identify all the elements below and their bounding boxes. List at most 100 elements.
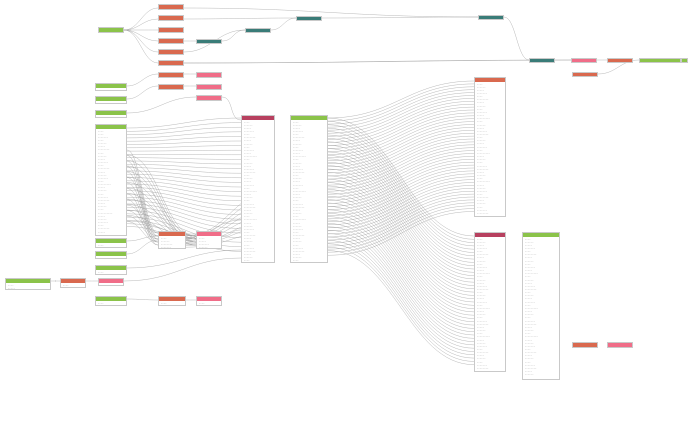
node-field-list: _ _ _ __ _ _ _ __ _ _ _ _ _ __ _ _ _ _ _… (197, 236, 221, 248)
node-field: _ _ _ _ _ (525, 354, 532, 357)
table-node-n22[interactable]: _ _ _ __ _ _ _ _ _ (95, 96, 127, 104)
table-node-n30[interactable]: _ _ _ __ _ _ _ __ _ _ _ _ _ (95, 238, 127, 248)
table-node-n5[interactable]: _ _ _ _ (158, 38, 184, 44)
node-field: _ _ _ _ _ (293, 126, 300, 129)
relation-line (327, 192, 475, 309)
relation-line (126, 160, 242, 165)
node-field: _ _ _ _ _ _ (525, 240, 534, 243)
node-field: _ _ _ _ _ (98, 230, 105, 233)
node-field: _ _ _ _ (98, 243, 104, 246)
table-node-n41[interactable]: _ _ _ _ (572, 72, 598, 77)
table-node-n44[interactable]: _ _ _ _ _ _ _ _ (681, 58, 688, 63)
relation-line (126, 160, 159, 240)
node-header (640, 59, 680, 62)
table-node-n9[interactable]: _ _ _ _ (245, 28, 271, 33)
relation-line (327, 121, 475, 161)
table-node-n28[interactable]: _ _ _ __ _ _ _ _ __ _ _ _ __ _ _ _ _ _ _… (474, 232, 506, 372)
node-field: _ _ _ _ _ _ _ _ _ (477, 117, 490, 120)
relation-line (126, 85, 159, 100)
table-node-n31[interactable]: _ _ _ __ _ _ _ _ _ (95, 251, 127, 259)
node-header (197, 85, 221, 89)
node-field: _ _ _ _ _ _ _ (477, 189, 487, 192)
node-field: _ _ _ _ (293, 145, 299, 148)
table-node-n19[interactable]: _ _ _ _ (196, 84, 222, 90)
relation-line (327, 196, 475, 241)
table-node-n6[interactable]: _ _ _ _ (158, 49, 184, 55)
table-node-n8[interactable]: _ _ _ _ (196, 39, 222, 44)
node-field: _ _ _ _ _ (293, 193, 300, 196)
node-field: _ _ _ _ (63, 283, 69, 286)
table-node-n40[interactable]: _ _ _ __ _ _ _ _ (98, 278, 124, 286)
relation-line (327, 151, 475, 270)
table-node-n10[interactable]: _ _ _ _ (296, 16, 322, 21)
node-field: _ _ _ _ (293, 215, 299, 218)
relation-line (327, 150, 475, 192)
relation-line (327, 219, 475, 336)
node-field-list: _ _ _ _ (197, 100, 221, 101)
table-node-n38[interactable]: _ _ _ __ _ _ _ __ _ _ _ _ _ _ (5, 278, 51, 290)
relation-line (126, 150, 242, 152)
node-header (197, 40, 221, 43)
table-node-n33[interactable]: _ _ _ __ _ _ _ __ _ _ _ _ _ _ _ _ _ _ (95, 296, 127, 306)
table-node-n12[interactable]: _ _ _ _ (529, 58, 555, 63)
node-field: _ _ _ _ _ _ (477, 85, 486, 88)
node-field: _ _ _ _ _ _ _ (477, 319, 487, 322)
node-field: _ _ _ _ _ (244, 180, 251, 183)
node-field: _ _ _ _ _ _ (199, 245, 208, 248)
table-node-n36[interactable]: _ _ _ __ _ _ _ __ _ _ _ _ _ _ _ _ _ (158, 296, 186, 306)
relation-line (327, 130, 475, 171)
table-node-n17[interactable]: _ _ _ _ (158, 84, 184, 90)
table-node-n16[interactable]: _ _ _ _ (158, 72, 184, 78)
relation-line (327, 121, 475, 240)
node-field: _ _ _ _ _ _ _ _ (98, 198, 110, 201)
table-node-n18[interactable]: _ _ _ _ (196, 72, 222, 78)
table-node-n37[interactable]: _ _ _ __ _ _ _ __ _ _ _ _ _ _ _ _ _ _ _ (196, 296, 222, 306)
table-node-n13[interactable]: _ _ _ _ (571, 58, 597, 63)
table-node-n26[interactable]: _ _ _ __ _ _ _ _ __ _ _ _ __ _ _ _ _ _ _… (290, 115, 328, 263)
node-field: _ _ _ _ _ (98, 170, 105, 173)
table-node-n21[interactable]: _ _ _ __ _ _ _ _ _ (95, 83, 127, 91)
table-node-n20[interactable]: _ _ _ _ (196, 95, 222, 101)
relation-line (327, 80, 475, 119)
table-node-n43[interactable]: _ _ _ _ (607, 342, 633, 348)
table-node-n15[interactable]: _ _ _ _ _ _ _ _ (639, 58, 681, 63)
relation-line (123, 7, 159, 31)
node-field: _ _ _ _ (98, 132, 104, 135)
node-field-list: _ _ _ _ (573, 347, 597, 348)
table-node-n24[interactable]: _ _ _ __ _ _ __ _ _ _ _ _ __ _ _ __ _ _ … (95, 124, 127, 236)
table-node-n25[interactable]: _ _ _ __ _ _ _ _ __ _ _ _ __ _ _ _ _ _ _… (241, 115, 275, 263)
node-field: _ _ _ _ (575, 348, 596, 349)
table-node-n11[interactable]: _ _ _ _ (478, 15, 504, 20)
table-node-n4[interactable]: _ _ _ _ (158, 27, 184, 33)
relation-line (327, 236, 475, 352)
table-node-n29[interactable]: _ _ _ __ _ _ _ _ __ _ _ _ __ _ _ _ _ _ _… (522, 232, 560, 380)
relation-line (126, 210, 242, 234)
table-node-n34[interactable]: _ _ _ __ _ _ _ _ __ _ _ _ _ _ _ __ _ _ _… (158, 231, 186, 249)
node-field: _ _ _ _ _ _ _ _ _ (525, 335, 538, 338)
node-header (61, 279, 85, 283)
relation-line (126, 200, 242, 220)
table-node-n14[interactable]: _ _ _ _ (607, 58, 633, 63)
node-field: _ _ _ _ _ _ _ _ _ (477, 306, 490, 309)
relation-line (327, 199, 475, 244)
node-field: _ _ _ _ _ _ _ (98, 135, 108, 138)
node-field-list: _ _ _ __ _ _ _ _ __ _ _ _ _ _ _ __ _ _ _… (159, 236, 185, 248)
table-node-n27[interactable]: _ _ _ __ _ _ _ _ __ _ _ _ __ _ _ _ _ _ _… (474, 77, 506, 217)
table-node-n23[interactable]: _ _ _ __ _ _ _ _ (95, 110, 127, 118)
relation-line (126, 177, 159, 234)
node-field: _ _ _ _ _ (525, 281, 532, 284)
node-field: _ _ _ _ (161, 10, 182, 11)
table-node-n39[interactable]: _ _ _ __ _ _ _ _ __ _ _ _ _ (60, 278, 86, 288)
node-field-list: _ _ _ _ (159, 43, 183, 44)
table-node-n35[interactable]: _ _ _ __ _ _ _ __ _ _ _ _ _ __ _ _ _ _ _… (196, 231, 222, 249)
node-field: _ _ _ _ _ _ _ _ (477, 253, 489, 256)
table-node-n2[interactable]: _ _ _ _ (158, 4, 184, 10)
node-field: _ _ _ _ _ (477, 126, 484, 129)
table-node-n32[interactable]: _ _ _ __ _ _ _ __ _ _ _ _ _ (95, 265, 127, 275)
relation-line (123, 257, 242, 282)
table-node-n7[interactable]: _ _ _ _ (158, 60, 184, 66)
table-node-n3[interactable]: _ _ _ _ (158, 15, 184, 21)
table-node-n1[interactable]: _ _ _ _id_ (98, 27, 124, 33)
table-node-n42[interactable]: _ _ _ _ (572, 342, 598, 348)
